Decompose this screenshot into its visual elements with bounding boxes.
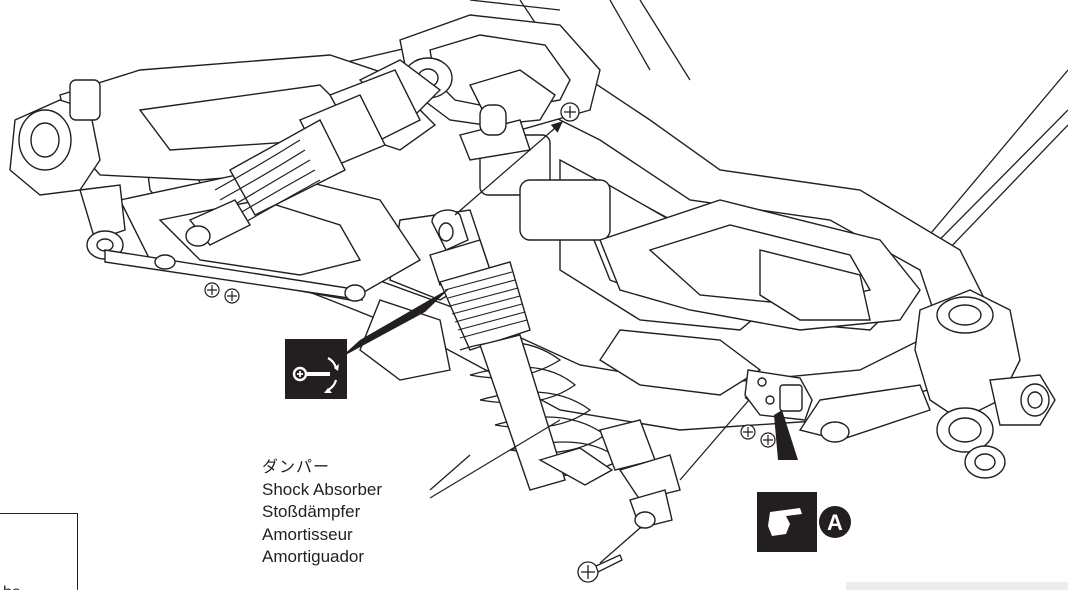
note-frame: be bbox=[0, 513, 78, 590]
label-german: Stoßdämpfer bbox=[262, 502, 361, 521]
label-french: Amortisseur bbox=[262, 524, 353, 544]
chassis-screws bbox=[204, 282, 776, 448]
shock-label-leader bbox=[429, 419, 561, 499]
installed-shock-absorber bbox=[185, 57, 453, 247]
detail-marker-circle bbox=[819, 506, 851, 538]
tighten-callout bbox=[285, 288, 450, 399]
loose-shock-absorber bbox=[429, 209, 681, 529]
shock-absorber-label: ダンパー Shock Absorber Stoßdämpfer Amortiss… bbox=[262, 456, 382, 569]
note-frame-text: be bbox=[3, 584, 21, 590]
loose-screws bbox=[560, 102, 623, 583]
shock-tower bbox=[384, 14, 601, 161]
left-hub bbox=[9, 79, 126, 260]
mount-bracket bbox=[744, 369, 813, 421]
left-tie-rod bbox=[104, 249, 366, 302]
right-suspension-arm bbox=[599, 199, 921, 331]
label-spanish: Amortiguador bbox=[262, 547, 365, 566]
label-english: Shock Absorber bbox=[262, 479, 383, 499]
detail-marker-letter: A bbox=[827, 510, 843, 535]
assembly-arrows bbox=[429, 121, 756, 564]
right-hub bbox=[798, 289, 1056, 479]
label-japanese: ダンパー bbox=[262, 457, 331, 476]
detail-callout: A bbox=[757, 410, 851, 552]
gray-tab bbox=[846, 582, 1068, 590]
